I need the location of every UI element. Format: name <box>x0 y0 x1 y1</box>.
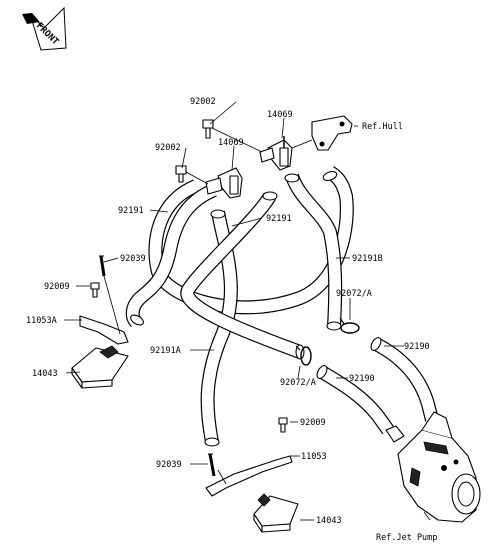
label-92002-top: 92002 <box>190 97 216 107</box>
bolt-92002-top <box>202 119 263 153</box>
hose-92190-right <box>370 337 439 422</box>
fitting-14069-mid <box>205 167 243 199</box>
bracket-11053a <box>79 275 129 345</box>
label-ref-hull: Ref.Hull <box>362 122 403 132</box>
label-92191-left: 92191 <box>118 206 144 216</box>
clamp-92072a-right <box>339 317 360 334</box>
label-92072a-lower: 92072/A <box>280 378 316 388</box>
label-92039-top: 92039 <box>120 254 146 264</box>
hose-92191-left <box>148 166 354 315</box>
hose-92190-center <box>316 365 394 435</box>
label-92191b: 92191B <box>352 254 383 264</box>
label-92191a: 92191A <box>150 346 181 356</box>
label-92002-mid: 92002 <box>155 143 181 153</box>
clamp-92072a-lower <box>295 345 312 366</box>
hose-92191a <box>125 183 303 359</box>
label-92039-bottom: 92039 <box>156 460 182 470</box>
leader-lines <box>64 101 431 521</box>
label-92009-bottom: 92009 <box>300 418 326 428</box>
label-92190-right: 92190 <box>404 342 430 352</box>
label-92190-center: 92190 <box>349 374 375 384</box>
label-11053a: 11053A <box>26 316 57 326</box>
bolt-92009-top <box>90 282 100 298</box>
fitting-14069-top <box>259 136 293 171</box>
label-14069-mid: 14069 <box>218 138 244 148</box>
screw-92039-top <box>99 255 106 277</box>
label-14069-top: 14069 <box>267 110 293 120</box>
label-14043-bottom: 14043 <box>316 516 342 526</box>
bolt-92002-mid <box>175 165 209 185</box>
label-92009-top: 92009 <box>44 282 70 292</box>
front-direction-arrow: FRONT <box>22 6 67 51</box>
label-ref-jet-pump: Ref.Jet Pump <box>376 533 437 543</box>
bracket-11053 <box>205 455 293 497</box>
pad-14043-top <box>71 345 129 389</box>
hose-ends <box>130 170 342 447</box>
hose-92191b <box>285 173 343 327</box>
jet-pump <box>385 411 481 523</box>
bolt-92009-bottom <box>278 417 288 433</box>
label-11053: 11053 <box>301 452 327 462</box>
screw-92039-bottom <box>208 453 216 477</box>
label-14043-top: 14043 <box>32 369 58 379</box>
pad-14043-bottom <box>253 493 299 533</box>
part-labels: 92002 14069 Ref.Hull 92002 14069 92191 9… <box>26 97 437 543</box>
label-92072a-right: 92072/A <box>336 289 372 299</box>
hull-bracket <box>291 115 353 151</box>
label-92191-center: 92191 <box>266 214 292 224</box>
